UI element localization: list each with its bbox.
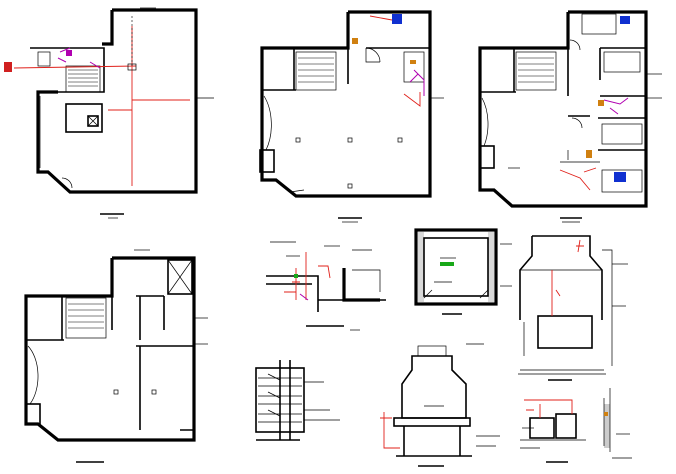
overhead-tank-elevation [380,343,500,467]
first-floor-outer-wall [260,10,432,198]
first-floor-stair [295,51,337,91]
ground-floor-plan [4,7,214,219]
ground-floor-title-block [100,213,124,219]
second-floor-plan [478,10,662,223]
first-floor-water-line [409,69,425,96]
second-floor-title-block [560,217,582,223]
riser-detail [255,360,340,441]
pump-pipe-red [524,399,573,418]
second-floor-stair [515,51,557,91]
terrace-stair [65,297,107,339]
first-floor-title-block [338,217,362,223]
detail-pipe-red [284,252,331,300]
ground-floor-outer-wall [36,8,198,194]
second-floor-water-line [603,97,629,115]
ground-floor-stair [65,65,101,93]
underground-tank-section [414,228,512,315]
pipe-connection-detail [266,241,386,331]
terrace-floor-plan [24,249,208,463]
terrace-outer-wall [24,256,196,442]
ground-floor-water-line [13,26,190,186]
pump-detail [520,388,632,463]
second-floor-outer-wall [478,10,648,208]
detail-title-block [306,325,360,331]
overhead-tank-pipe [551,239,584,316]
first-floor-plan [259,10,444,223]
elevation-pipe-red [380,412,400,449]
tank-label-green [440,262,454,266]
overhead-tank-section [518,235,628,381]
